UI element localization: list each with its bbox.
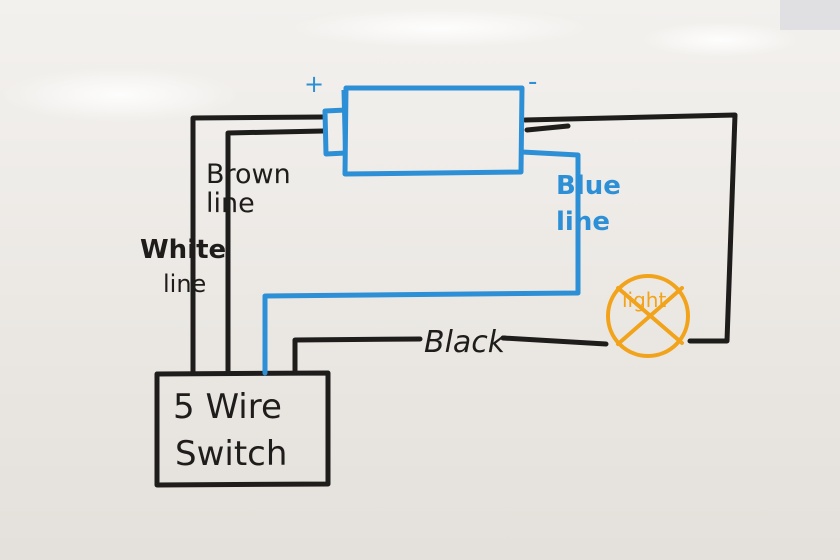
board-frame-corner [780,0,840,30]
blue-wire [262,149,581,376]
minus-sign: - [528,67,537,97]
glare-center [290,8,590,48]
module-inner-divider [341,89,347,173]
blue-label-line1: Blue [556,171,621,201]
brown-label-line2: line [206,188,255,219]
glare-left [0,67,240,123]
light-label: light [622,288,666,312]
switch-label-line2: Switch [175,434,287,474]
white-wire [190,114,326,376]
glare-right [640,22,800,58]
return-wire [522,112,738,344]
switch-label-line1: 5 Wire [173,387,282,427]
switch-box [154,370,331,488]
light-circle [606,274,690,358]
white-label-line2: line [163,270,206,298]
brown-wire [225,128,326,376]
black-label: Black [424,325,507,360]
light-cross [616,286,684,346]
module-body [342,85,525,177]
black-wire-to-light [292,335,609,376]
blue-label-line2: line [556,207,610,237]
brown-label-line1: Brown [206,159,291,190]
module-terminal [322,107,347,157]
white-label-line1: White [140,235,226,265]
plus-sign: + [304,70,324,98]
